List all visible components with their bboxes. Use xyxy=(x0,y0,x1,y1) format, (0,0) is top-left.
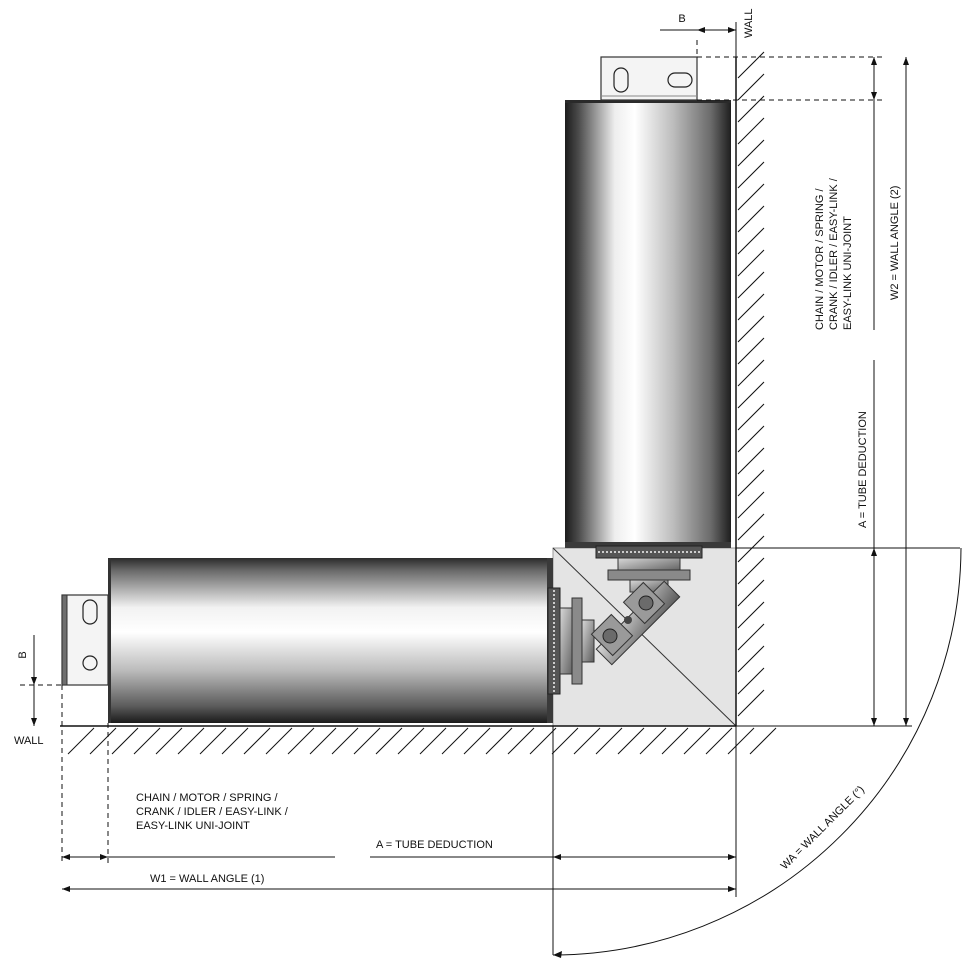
hatch-line xyxy=(737,689,765,717)
hatch-line xyxy=(737,117,765,145)
hatch-line xyxy=(737,139,765,167)
hatch-line xyxy=(737,271,765,299)
hatch-line xyxy=(331,727,359,755)
hatch-line xyxy=(573,727,601,755)
uni-joint-icon xyxy=(590,580,681,666)
hatch-line xyxy=(737,51,765,79)
hatch-line xyxy=(419,727,447,755)
hatch-line xyxy=(737,381,765,409)
hatch-line xyxy=(265,727,293,755)
hatch-line xyxy=(507,727,535,755)
w1-label: W1 = WALL ANGLE (1) xyxy=(150,873,264,885)
hatch-line xyxy=(737,73,765,101)
hatch-line xyxy=(737,601,765,629)
hatch-line xyxy=(737,161,765,189)
hatch-line xyxy=(737,491,765,519)
hatch-line xyxy=(177,727,205,755)
hatch-line xyxy=(287,727,315,755)
hatch-line xyxy=(111,727,139,755)
hatch-line xyxy=(737,645,765,673)
b-label-top: B xyxy=(678,13,685,25)
a-label-vertical: A = TUBE DEDUCTION xyxy=(857,411,869,528)
hatch-line xyxy=(89,727,117,755)
hatch-line xyxy=(727,727,755,755)
vertical-tube xyxy=(565,100,731,548)
b-label-left: B xyxy=(17,651,29,658)
horizontal-tube xyxy=(108,558,553,723)
hatch-line xyxy=(529,727,557,755)
hatch-line xyxy=(737,425,765,453)
vertical-components-line: EASY-LINK UNI-JOINT xyxy=(842,216,854,330)
hatch-line xyxy=(737,579,765,607)
hatch-line xyxy=(737,293,765,321)
hatch-line xyxy=(737,447,765,475)
dimension-lines xyxy=(31,22,962,958)
horizontal-components-line: CHAIN / MOTOR / SPRING / xyxy=(136,792,279,804)
hatch-line xyxy=(133,727,161,755)
bracket-icon-top xyxy=(600,56,698,101)
hatch-line xyxy=(737,557,765,585)
hatch-line xyxy=(737,513,765,541)
hatch-line xyxy=(485,727,513,755)
hatch-line xyxy=(595,727,623,755)
hatch-line xyxy=(737,535,765,563)
hatch-line xyxy=(737,403,765,431)
vertical-components-line: CHAIN / MOTOR / SPRING / xyxy=(814,187,826,330)
wa-label: WA = WALL ANGLE (°) xyxy=(779,784,867,872)
hatch-line xyxy=(441,727,469,755)
hatch-line xyxy=(221,727,249,755)
hatch-line xyxy=(705,727,733,755)
hatch-line xyxy=(155,727,183,755)
hatch-line xyxy=(737,249,765,277)
hatch-line xyxy=(737,95,765,123)
hatch-line xyxy=(737,315,765,343)
hatch-line xyxy=(661,727,689,755)
hatch-line xyxy=(683,727,711,755)
extension-lines xyxy=(20,40,886,865)
hatch-line xyxy=(617,727,645,755)
hatch-line xyxy=(737,227,765,255)
hatch-line xyxy=(737,469,765,497)
hatch-line xyxy=(737,183,765,211)
hatch-line xyxy=(199,727,227,755)
drive-hub-horizontal xyxy=(559,597,595,685)
horizontal-components-line: EASY-LINK UNI-JOINT xyxy=(136,820,250,832)
hatch-line xyxy=(243,727,271,755)
hatch-line xyxy=(353,727,381,755)
w2-label: W2 = WALL ANGLE (2) xyxy=(889,186,901,300)
hatch-line xyxy=(737,337,765,365)
horizontal-components-line: CRANK / IDLER / EASY-LINK / xyxy=(136,806,289,818)
vertical-components-label: CHAIN / MOTOR / SPRING / CRANK / IDLER /… xyxy=(814,177,854,330)
hatch-line xyxy=(737,205,765,233)
hatch-line xyxy=(375,727,403,755)
hatch-line xyxy=(639,727,667,755)
a-label-horizontal: A = TUBE DEDUCTION xyxy=(376,839,493,851)
corner-diagonal xyxy=(552,547,737,727)
hatch-line xyxy=(67,727,95,755)
wall-hatch-icon xyxy=(60,51,777,755)
hatch-line xyxy=(749,727,777,755)
hatch-line xyxy=(737,359,765,387)
horizontal-components-label: CHAIN / MOTOR / SPRING / CRANK / IDLER /… xyxy=(136,792,289,832)
hatch-line xyxy=(737,667,765,695)
bracket-icon-left xyxy=(61,594,109,686)
wall-label-left: WALL xyxy=(14,735,44,747)
hatch-line xyxy=(737,623,765,651)
hatch-line xyxy=(397,727,425,755)
wall-label-top: WALL xyxy=(743,8,755,38)
vertical-components-line: CRANK / IDLER / EASY-LINK / xyxy=(828,177,840,330)
hatch-line xyxy=(551,727,579,755)
hatch-line xyxy=(309,727,337,755)
hatch-line xyxy=(463,727,491,755)
